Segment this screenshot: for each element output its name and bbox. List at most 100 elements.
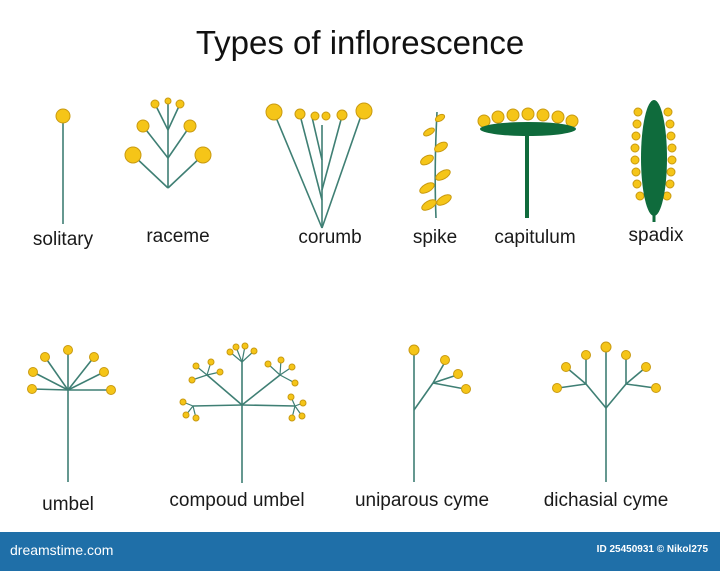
capitulum-flower [536, 108, 550, 122]
umbellet-flower [182, 411, 190, 419]
spike-flower [419, 182, 435, 194]
dichasial-cyme-flower [651, 383, 661, 393]
umbel-figure [27, 345, 116, 482]
umbel-flower [106, 385, 116, 395]
spadix-flower [663, 107, 673, 117]
spike-figure [419, 111, 452, 219]
solitary-figure [55, 108, 71, 224]
umbellet [287, 393, 307, 422]
capitulum-receptacle [480, 122, 576, 136]
umbellet-flower [250, 347, 258, 355]
solitary-flower [55, 108, 71, 124]
spike-stem [434, 111, 438, 219]
umbellet-flower [291, 379, 299, 387]
umbel-flower [40, 352, 50, 362]
footer-bar: dreamstime.com ID 25450931 © Nikol275 [0, 532, 720, 571]
umbellet-flower [226, 348, 234, 356]
uniparous-cyme-flower [440, 355, 450, 365]
raceme-flower [150, 99, 160, 109]
label-capitulum: capitulum [494, 227, 576, 248]
spadix-flower [666, 131, 676, 141]
umbel-ray [67, 371, 105, 391]
umbellet [264, 356, 299, 387]
compound-umbel-ray [241, 404, 296, 407]
capitulum-flower [506, 108, 520, 122]
spadix-flower [633, 107, 643, 117]
corumb-flower [265, 103, 283, 121]
umbellet-flower [179, 398, 187, 406]
umbellet [188, 358, 224, 384]
label-corumb: corumb [298, 227, 362, 248]
dichasial-cyme-branch [585, 383, 607, 409]
footer-site: dreamstime.com [10, 542, 114, 558]
spadix-flower [631, 131, 641, 141]
raceme-flower [164, 97, 172, 105]
spadix-flower [631, 167, 641, 177]
umbellet-flower [192, 362, 200, 370]
umbel-ray [32, 371, 69, 391]
spadix-flower [665, 179, 675, 189]
raceme-branch [142, 125, 169, 159]
uniparous-cyme-flower [408, 344, 420, 356]
compound-umbel-ray [192, 404, 243, 407]
umbel-ray [44, 356, 69, 391]
corumb-figure [265, 102, 373, 229]
umbel-ray [67, 356, 95, 391]
spadix-flower [666, 167, 676, 177]
umbellet [226, 342, 258, 363]
raceme-flower [175, 99, 185, 109]
umbel-flower [63, 345, 73, 355]
capitulum-flower [521, 107, 535, 121]
uniparous-cyme-branch [413, 382, 434, 411]
raceme-flower [183, 119, 197, 133]
dichasial-cyme-branch [557, 383, 587, 389]
spike-flower [434, 113, 446, 123]
dichasial-cyme-branch [605, 383, 627, 409]
umbellet-flower [188, 376, 196, 384]
umbel-flower [89, 352, 99, 362]
label-dichasial-cyme: dichasial cyme [543, 490, 669, 511]
label-uniparous-cyme: uniparous cyme [354, 490, 490, 511]
umbellet-flower [288, 363, 296, 371]
spike-flower [434, 141, 448, 153]
spadix-flower [635, 191, 645, 201]
footer-credit: ID 25450931 © Nikol275 [596, 544, 708, 555]
corumb-branch [299, 114, 323, 201]
uniparous-cyme-branch [432, 374, 458, 384]
umbellet-flower [287, 393, 295, 401]
umbel-flower [27, 384, 37, 394]
dichasial-cyme-flower [561, 362, 571, 372]
capitulum-flower [491, 110, 505, 124]
dichasial-cyme-branch [625, 383, 656, 389]
umbellet-flower [264, 360, 272, 368]
dichasial-cyme-branch [625, 367, 646, 385]
dichasial-cyme-flower [581, 350, 591, 360]
umbellet-flower [288, 414, 296, 422]
spadix-flower [630, 143, 640, 153]
spike-flower [423, 127, 435, 137]
spadix-flower [667, 143, 677, 153]
raceme-branch [167, 103, 181, 131]
corumb-flower [310, 111, 320, 121]
spadix-flower [667, 155, 677, 165]
corumb-branch [321, 112, 363, 229]
label-spike: spike [412, 227, 458, 248]
spadix-figure [630, 100, 677, 222]
raceme-figure [124, 97, 212, 189]
umbellet-flower [207, 358, 215, 366]
raceme-flower [136, 119, 150, 133]
label-spadix: spadix [628, 225, 684, 246]
uniparous-cyme-flower [453, 369, 463, 379]
spike-flower [421, 199, 437, 211]
raceme-flower [194, 146, 212, 164]
label-umbel: umbel [42, 494, 94, 515]
corumb-flower [336, 109, 348, 121]
spadix-flower [632, 119, 642, 129]
dichasial-cyme-figure [552, 341, 661, 482]
corumb-branch [321, 115, 343, 191]
umbellet-flower [241, 342, 249, 350]
corumb-branch [274, 114, 323, 229]
corumb-flower [321, 111, 331, 121]
diagram-title: Types of inflorescence [195, 24, 525, 61]
dichasial-cyme-flower [600, 341, 612, 353]
